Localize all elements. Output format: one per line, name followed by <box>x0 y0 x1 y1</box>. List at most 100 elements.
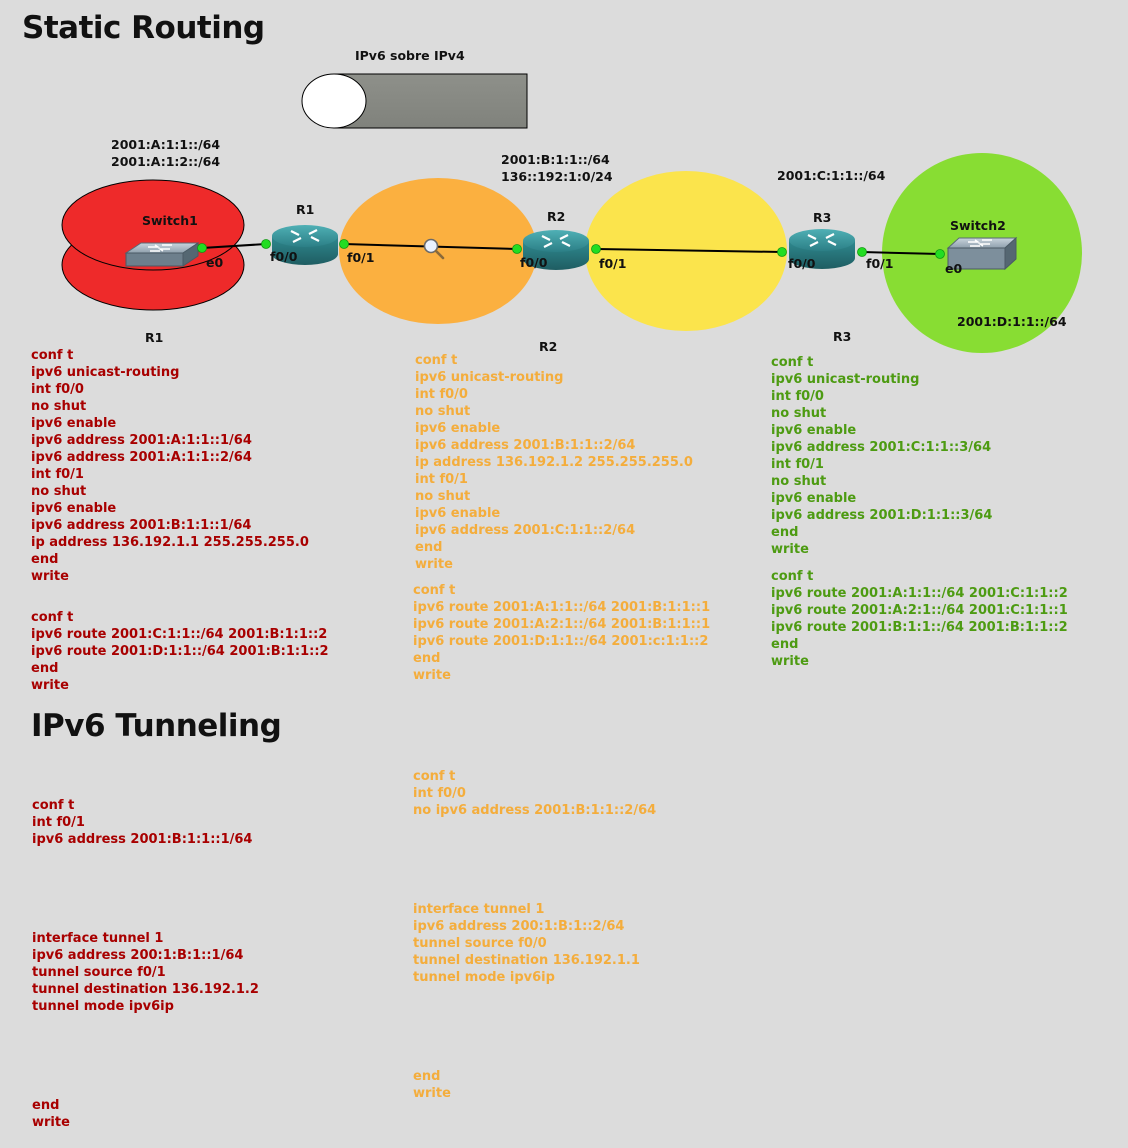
config-line: int f0/1 <box>415 472 468 487</box>
config-line: ipv6 address 2001:D:1:1::3/64 <box>771 508 993 523</box>
config-line: ipv6 route 2001:A:1:1::/64 2001:B:1:1::1 <box>413 600 711 615</box>
config-line: no shut <box>771 406 827 421</box>
r1-config-block-1: conf t ipv6 unicast-routing int f0/0 no shu… <box>31 347 309 585</box>
config-line: int f0/1 <box>32 815 85 830</box>
config-line: ipv6 enable <box>31 416 117 431</box>
config-line: end <box>413 651 441 666</box>
config-line: conf t <box>771 355 814 370</box>
network-d-label: 2001:D:1:1::/64 <box>957 314 1067 329</box>
config-line: write <box>31 569 69 584</box>
router-r1-icon[interactable] <box>272 225 338 265</box>
config-line: ipv6 enable <box>771 491 857 506</box>
link-r2-r3 <box>595 248 783 253</box>
config-line: no shut <box>31 484 87 499</box>
config-line: conf t <box>413 769 456 784</box>
config-line: ipv6 address 200:1:B:1::1/64 <box>32 948 244 963</box>
r1-tunnel-part-3: end write <box>32 1097 259 1131</box>
port-dot-r1-f00 <box>261 239 271 249</box>
config-line: tunnel mode ipv6ip <box>32 999 174 1014</box>
switch2-name: Switch2 <box>950 218 1006 233</box>
config-line: int f0/1 <box>31 467 84 482</box>
link-switch1-r1 <box>201 243 267 249</box>
config-line: write <box>32 1115 70 1130</box>
router-r3-icon[interactable] <box>789 229 855 269</box>
config-line: no shut <box>771 474 827 489</box>
r1-config-heading: R1 <box>145 330 164 345</box>
config-line: write <box>31 678 69 693</box>
port-dot-switch1-e0 <box>197 243 207 253</box>
r1-port-f01: f0/1 <box>347 250 375 265</box>
config-line: write <box>771 542 809 557</box>
r2-tunnel-part-3: end write <box>413 1068 656 1102</box>
config-line: ipv6 unicast-routing <box>415 370 564 385</box>
config-line: ipv6 route 2001:D:1:1::/64 2001:B:1:1::2 <box>31 644 329 659</box>
config-line: int f0/1 <box>771 457 824 472</box>
config-line: write <box>415 557 453 572</box>
switch2-icon[interactable] <box>946 236 1018 271</box>
config-line: ipv6 enable <box>415 506 501 521</box>
r1-name: R1 <box>296 202 315 217</box>
config-line: conf t <box>771 569 814 584</box>
config-line: conf t <box>31 610 74 625</box>
config-line: int f0/0 <box>413 786 466 801</box>
config-line: ipv6 address 2001:C:1:1::3/64 <box>771 440 992 455</box>
config-line: interface tunnel 1 <box>413 902 545 917</box>
config-line: ipv6 route 2001:B:1:1::/64 2001:B:1:1::2 <box>771 620 1068 635</box>
title-static-routing: Static Routing <box>22 10 265 46</box>
config-line: no ipv6 address 2001:B:1:1::2/64 <box>413 803 657 818</box>
router-r2-icon[interactable] <box>523 230 589 270</box>
switch2-port: e0 <box>945 261 963 276</box>
config-line: int f0/0 <box>31 382 84 397</box>
config-line: ip address 136.192.1.1 255.255.255.0 <box>31 535 309 550</box>
r2-name: R2 <box>547 209 566 224</box>
r2-tunnel-config: conf t int f0/0 no ipv6 address 2001:B:1:1… <box>413 734 656 1119</box>
config-line: no shut <box>31 399 87 414</box>
config-line: ipv6 unicast-routing <box>771 372 920 387</box>
config-line: no shut <box>415 489 471 504</box>
config-line: end <box>32 1098 60 1113</box>
port-dot-r3-f01 <box>857 247 867 257</box>
r1-port-f00: f0/0 <box>270 249 298 264</box>
r3-name: R3 <box>813 210 832 225</box>
config-line: no shut <box>415 404 471 419</box>
config-line: end <box>771 637 799 652</box>
tunnel-label: IPv6 sobre IPv4 <box>355 48 465 63</box>
config-line: end <box>31 661 59 676</box>
config-line: ipv6 route 2001:D:1:1::/64 2001:c:1:1::2 <box>413 634 709 649</box>
link-r3-switch2 <box>861 251 941 255</box>
port-dot-switch2-e0 <box>935 249 945 259</box>
switch1-icon[interactable] <box>124 236 200 267</box>
config-line: ipv6 unicast-routing <box>31 365 180 380</box>
config-line: conf t <box>31 348 74 363</box>
config-line: ipv6 route 2001:A:2:1::/64 2001:C:1:1::1 <box>771 603 1068 618</box>
config-line: conf t <box>415 353 458 368</box>
config-line: end <box>413 1069 441 1084</box>
config-line: ipv6 address 2001:C:1:1::2/64 <box>415 523 636 538</box>
r2-config-heading: R2 <box>539 339 558 354</box>
r3-port-f01: f0/1 <box>866 256 894 271</box>
config-line: ipv6 route 2001:C:1:1::/64 2001:B:1:1::2 <box>31 627 328 642</box>
config-line: write <box>413 1086 451 1101</box>
r3-port-f00: f0/0 <box>788 256 816 271</box>
switch1-name: Switch1 <box>142 213 198 228</box>
r2-port-f01: f0/1 <box>599 256 627 271</box>
config-line: ipv6 enable <box>415 421 501 436</box>
config-line: ipv6 address 2001:A:1:1::1/64 <box>31 433 252 448</box>
config-line: conf t <box>32 798 75 813</box>
config-line: ipv6 address 2001:B:1:1::1/64 <box>31 518 252 533</box>
config-line: tunnel destination 136.192.1.1 <box>413 953 640 968</box>
config-line: tunnel mode ipv6ip <box>413 970 555 985</box>
title-ipv6-tunneling: IPv6 Tunneling <box>31 708 282 744</box>
config-line: ipv6 address 2001:B:1:1::1/64 <box>32 832 253 847</box>
config-line: ipv6 route 2001:A:2:1::/64 2001:B:1:1::1 <box>413 617 711 632</box>
config-line: ip address 136.192.1.2 255.255.255.0 <box>415 455 693 470</box>
config-line: end <box>31 552 59 567</box>
magnifier-icon[interactable] <box>423 238 445 260</box>
config-line: tunnel destination 136.192.1.2 <box>32 982 259 997</box>
